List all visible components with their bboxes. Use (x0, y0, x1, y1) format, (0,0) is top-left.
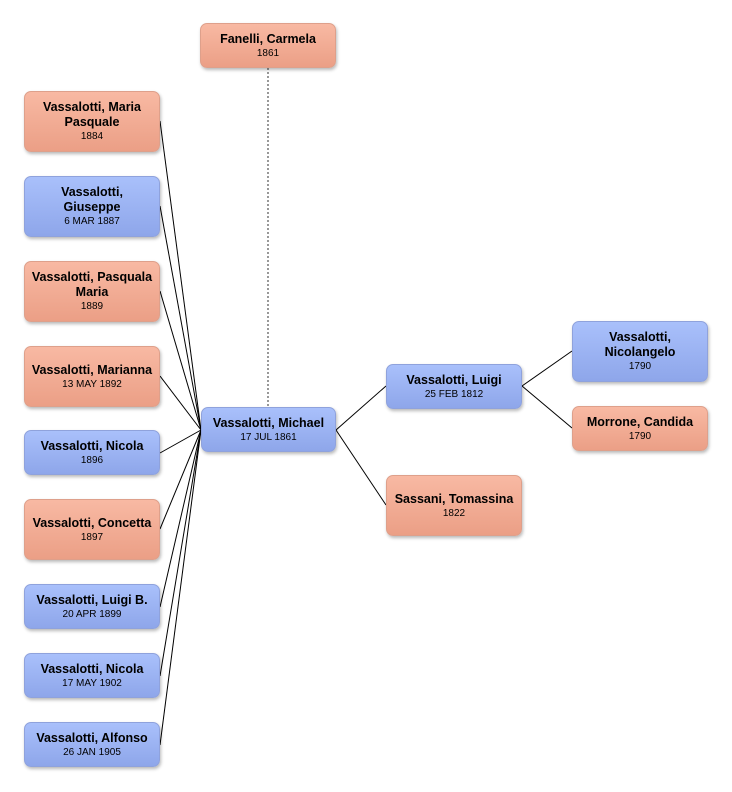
person-name: Vassalotti, Giuseppe (61, 185, 123, 214)
person-card-candida[interactable]: Morrone, Candida 1790 (572, 406, 708, 451)
child-card[interactable]: Vassalotti, Nicola 17 MAY 1902 (24, 653, 160, 698)
person-card-nicolangelo[interactable]: Vassalotti, Nicolangelo 1790 (572, 321, 708, 382)
person-name: Vassalotti, Michael (212, 415, 325, 430)
child-card[interactable]: Vassalotti, Alfonso 26 JAN 1905 (24, 722, 160, 767)
person-name: Vassalotti, Luigi B. (36, 592, 148, 607)
child-card[interactable]: Vassalotti, Pasquala Maria 1889 (24, 261, 160, 322)
person-card-luigi[interactable]: Vassalotti, Luigi 25 FEB 1812 (386, 364, 522, 409)
person-name: Vassalotti, Nicolangelo (604, 330, 676, 359)
child-line (159, 429, 202, 530)
child-line (159, 429, 202, 608)
child-line (159, 429, 202, 454)
person-date: 1889 (80, 301, 104, 312)
person-name: Morrone, Candida (586, 414, 694, 429)
child-line (159, 375, 202, 431)
person-card-michael[interactable]: Vassalotti, Michael 17 JUL 1861 (201, 407, 336, 452)
person-name: Vassalotti, Concetta (32, 515, 152, 530)
child-card[interactable]: Vassalotti, Giuseppe 6 MAR 1887 (24, 176, 160, 237)
child-card[interactable]: Vassalotti, Maria Pasquale 1884 (24, 91, 160, 152)
person-date: 1897 (80, 531, 104, 543)
person-date: 1896 (80, 454, 104, 466)
parent-lines (335, 350, 573, 506)
child-card[interactable]: Vassalotti, Concetta 1897 (24, 499, 160, 560)
person-date: 26 JAN 1905 (63, 746, 121, 758)
person-date: 1861 (256, 47, 280, 59)
parent-line (521, 385, 573, 429)
person-date: 20 APR 1899 (62, 608, 122, 620)
person-name: Vassalotti, Luigi (406, 372, 502, 387)
child-lines (159, 120, 202, 746)
child-card[interactable]: Vassalotti, Luigi B. 20 APR 1899 (24, 584, 160, 629)
person-date: 1884 (80, 131, 104, 142)
child-card[interactable]: Vassalotti, Nicola 1896 (24, 430, 160, 475)
person-name: Sassani, Tomassina (394, 491, 514, 506)
person-name: Vassalotti, Nicola (40, 438, 144, 453)
person-name: Fanelli, Carmela (220, 31, 316, 46)
person-date: 13 MAY 1892 (62, 378, 122, 390)
parent-line (521, 350, 573, 387)
person-date: 6 MAR 1887 (64, 216, 120, 227)
parent-line (335, 385, 387, 431)
person-date: 1822 (442, 507, 466, 519)
person-date: 17 MAY 1902 (62, 677, 122, 689)
child-card[interactable]: Vassalotti, Marianna 13 MAY 1892 (24, 346, 160, 407)
person-name: Vassalotti, Maria Pasquale (43, 100, 141, 129)
person-name: Vassalotti, Pasquala Maria (31, 270, 153, 299)
person-card-tomassina[interactable]: Sassani, Tomassina 1822 (386, 475, 522, 536)
child-line (159, 429, 202, 746)
parent-line (335, 429, 387, 506)
person-date: 1790 (628, 361, 652, 372)
person-date: 1790 (628, 430, 652, 442)
person-name: Vassalotti, Marianna (31, 362, 153, 377)
person-date: 17 JUL 1861 (240, 431, 297, 443)
person-name: Vassalotti, Alfonso (36, 730, 148, 745)
person-date: 25 FEB 1812 (424, 388, 484, 400)
child-line (159, 290, 202, 431)
child-line (159, 205, 202, 431)
person-card-carmela[interactable]: Fanelli, Carmela 1861 (200, 23, 336, 68)
child-line (159, 120, 202, 431)
child-line (159, 429, 202, 677)
person-name: Vassalotti, Nicola (40, 661, 144, 676)
